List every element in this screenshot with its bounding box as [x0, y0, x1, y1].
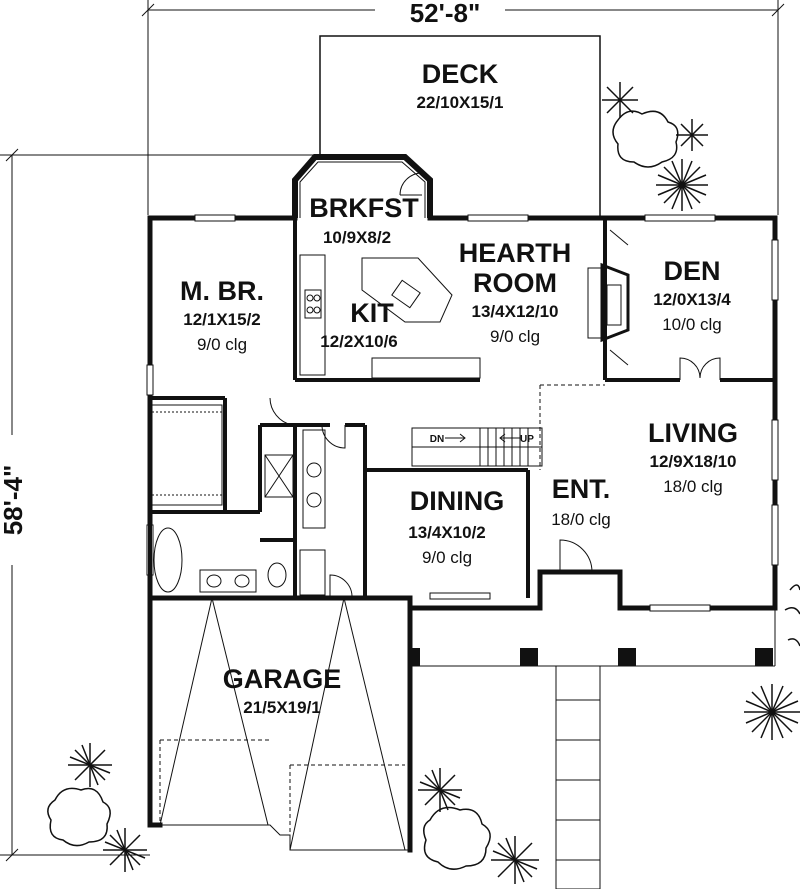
den-size: 12/0X13/4 — [653, 290, 731, 309]
porch — [410, 608, 776, 889]
garage-name: GARAGE — [223, 664, 342, 694]
deck-name: DECK — [422, 59, 499, 89]
hearth-size: 13/4X12/10 — [472, 302, 559, 321]
dining-ceiling: 9/0 clg — [422, 548, 472, 567]
hearth-name-line1: HEARTH — [459, 238, 572, 268]
deck — [319, 35, 601, 218]
ent-ceiling: 18/0 clg — [551, 510, 611, 529]
depth-label-bg — [0, 435, 26, 565]
bath-fixtures — [151, 397, 593, 599]
hearth-name-line2: ROOM — [473, 268, 557, 298]
stair-up-label: UP — [520, 434, 534, 445]
garage-size: 21/5X19/1 — [243, 698, 321, 717]
garage-door-lines — [159, 597, 410, 851]
stair-down-label: DN — [430, 434, 444, 445]
dining-name: DINING — [410, 486, 505, 516]
mbr-ceiling: 9/0 clg — [197, 335, 247, 354]
hearth-ceiling: 9/0 clg — [490, 327, 540, 346]
deck-size: 22/10X15/1 — [417, 93, 504, 112]
mbr-size: 12/1X15/2 — [183, 310, 261, 329]
den-name: DEN — [663, 256, 720, 286]
living-size: 12/9X18/10 — [650, 452, 737, 471]
fireplace — [587, 262, 630, 343]
den-doors — [609, 229, 721, 380]
porch-columns — [410, 648, 773, 666]
kitchen-fixtures — [299, 254, 481, 379]
overall-depth-label: 58'-4" — [0, 465, 28, 536]
landscaping — [47, 82, 800, 884]
interior-walls — [148, 218, 775, 598]
kit-name: KIT — [350, 298, 394, 328]
width-label-bg — [375, 0, 505, 24]
dining-size: 13/4X10/2 — [408, 523, 486, 542]
kit-size: 12/2X10/6 — [320, 332, 398, 351]
brkfst-size: 10/9X8/2 — [323, 228, 391, 247]
ent-name: ENT. — [552, 474, 611, 504]
living-ceiling: 18/0 clg — [663, 477, 723, 496]
brkfst-name: BRKFST — [309, 193, 419, 223]
mbr-name: M. BR. — [180, 276, 264, 306]
overall-width-label: 52'-8" — [410, 0, 481, 28]
living-name: LIVING — [648, 418, 738, 448]
breakfast-bay — [292, 154, 433, 218]
den-ceiling: 10/0 clg — [662, 315, 722, 334]
staircase — [411, 427, 543, 467]
